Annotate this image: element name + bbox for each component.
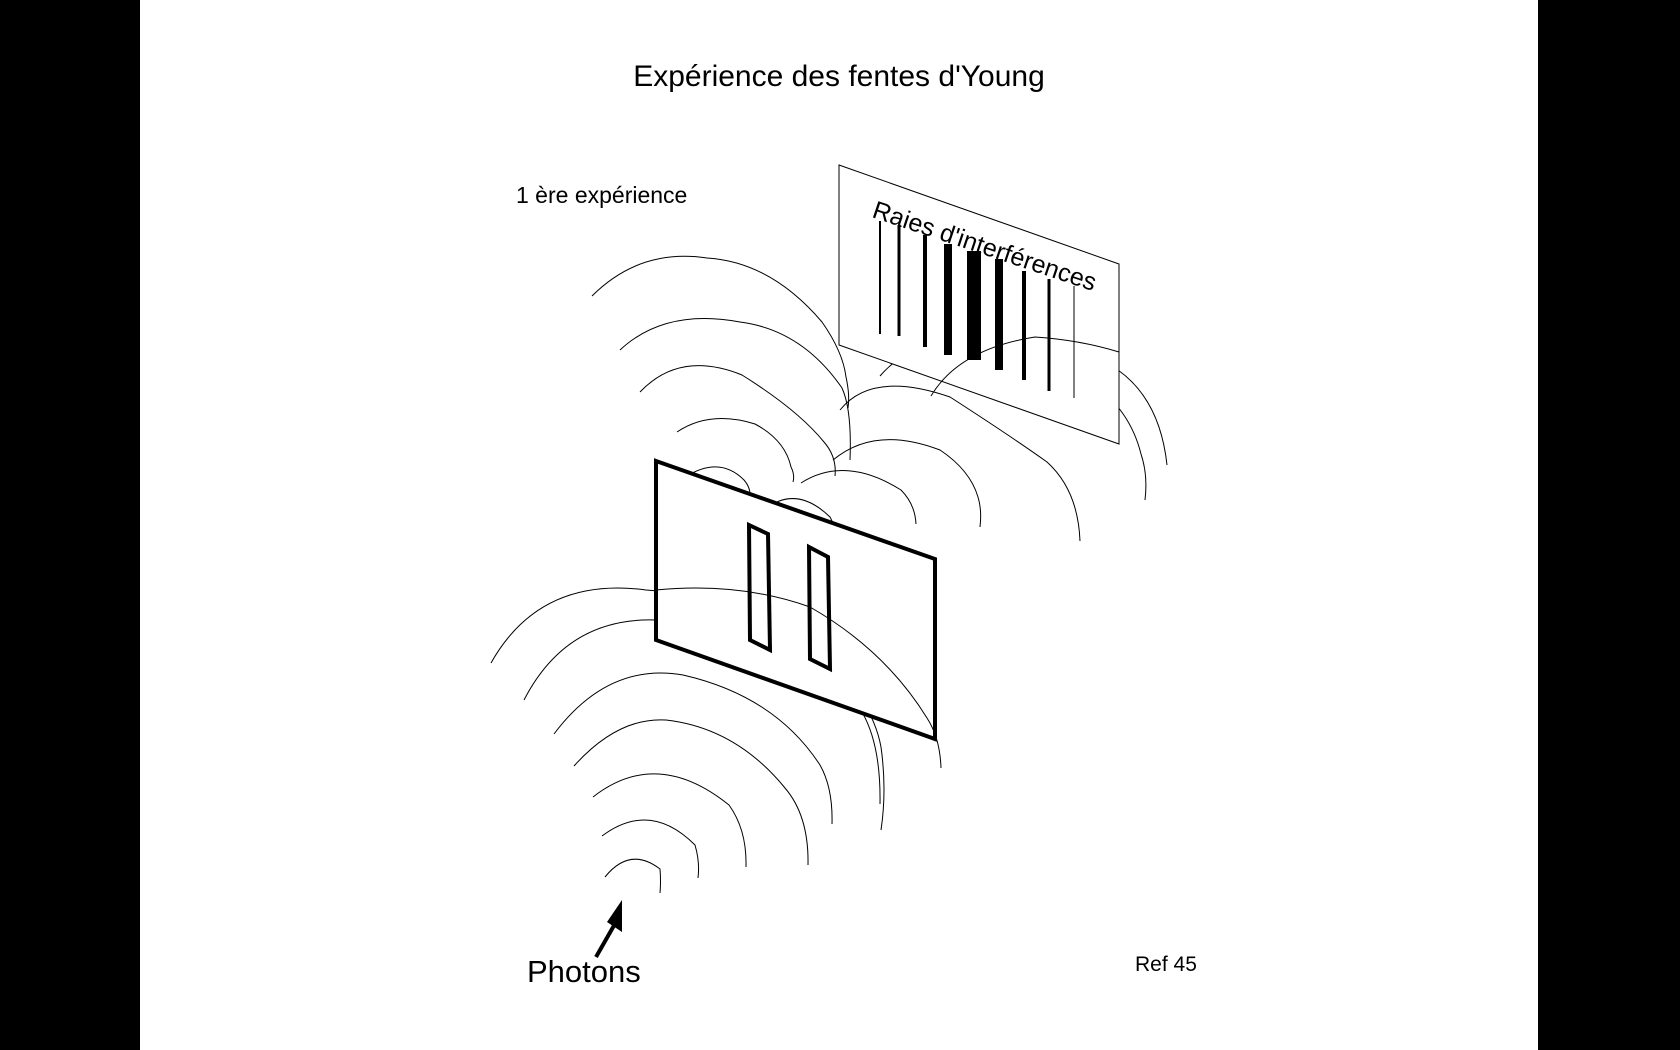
slit-left [746, 521, 773, 654]
experiment-subtitle: 1 ère expérience [516, 182, 688, 208]
photon-arrow [594, 900, 622, 958]
reference-label: Ref 45 [1135, 953, 1197, 976]
incoming-wave-3 [592, 773, 747, 868]
emerging-wave-8 [832, 439, 982, 528]
photons-label: Photons [527, 954, 641, 989]
young-double-slit-diagram [490, 164, 1168, 958]
incoming-wave-1 [604, 858, 661, 894]
screen-overlap-wave [930, 336, 1120, 397]
emerging-wave-9 [839, 385, 1081, 542]
incoming-wave-2 [601, 819, 700, 879]
slide: Expérience des fentes d'Young 1 ère expé… [140, 0, 1538, 1050]
page-title: Expérience des fentes d'Young [633, 60, 1045, 93]
double-slit-plate [654, 458, 937, 742]
emerging-wave-6 [591, 255, 850, 409]
emerging-wave-3 [676, 418, 795, 483]
emerging-wave-7 [800, 470, 917, 525]
photon-arrow-head [607, 900, 622, 932]
incoming-wave-4 [573, 719, 809, 866]
interference-fringes [879, 221, 1075, 398]
incoming-wave-5 [553, 672, 833, 825]
emerging-wave-4 [639, 365, 836, 477]
slit-right [806, 543, 833, 673]
plate-overlap-wave [655, 587, 942, 769]
photon-arrow-shaft [594, 921, 618, 958]
emerging-wave-5 [619, 318, 851, 461]
